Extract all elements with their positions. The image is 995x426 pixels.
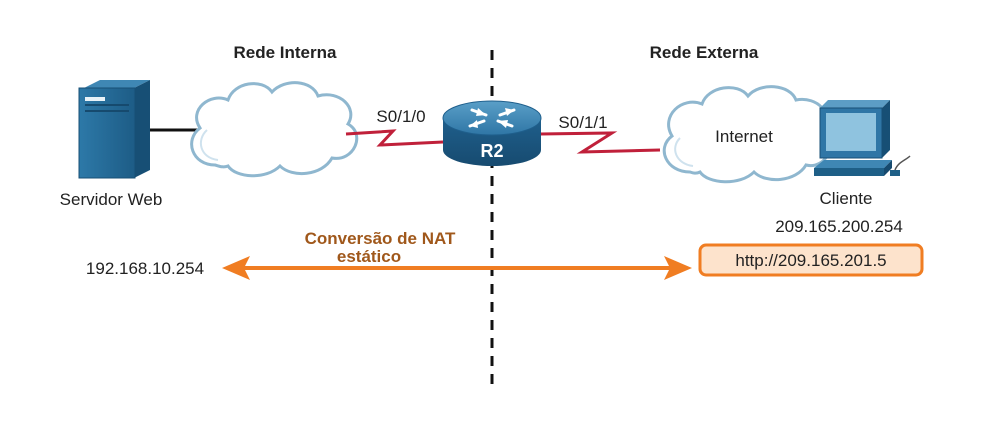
server-icon bbox=[78, 80, 150, 179]
internet-cloud-icon bbox=[662, 85, 832, 184]
serial-link-s011 bbox=[539, 131, 661, 154]
outside-url-label: http://209.165.201.5 bbox=[735, 251, 886, 270]
internal-network-heading: Rede Interna bbox=[234, 43, 338, 62]
interface-label-s010: S0/1/0 bbox=[376, 107, 425, 126]
client-pc-icon bbox=[814, 100, 911, 176]
inside-address-label: 192.168.10.254 bbox=[86, 259, 204, 278]
nat-title-line2: estático bbox=[337, 247, 401, 266]
server-label: Servidor Web bbox=[60, 190, 163, 209]
external-network-heading: Rede Externa bbox=[650, 43, 759, 62]
router-icon bbox=[442, 100, 542, 166]
client-ip-label: 209.165.200.254 bbox=[775, 217, 903, 236]
interface-label-s011: S0/1/1 bbox=[558, 113, 607, 132]
internet-label: Internet bbox=[715, 127, 773, 146]
router-label: R2 bbox=[480, 141, 503, 161]
nat-translation-arrow bbox=[222, 256, 692, 280]
nat-title-line1: Conversão de NAT bbox=[305, 229, 456, 248]
internal-cloud-icon bbox=[190, 81, 359, 178]
outside-url-box bbox=[698, 243, 924, 277]
serial-link-s010 bbox=[345, 129, 444, 147]
client-label: Cliente bbox=[820, 189, 873, 208]
